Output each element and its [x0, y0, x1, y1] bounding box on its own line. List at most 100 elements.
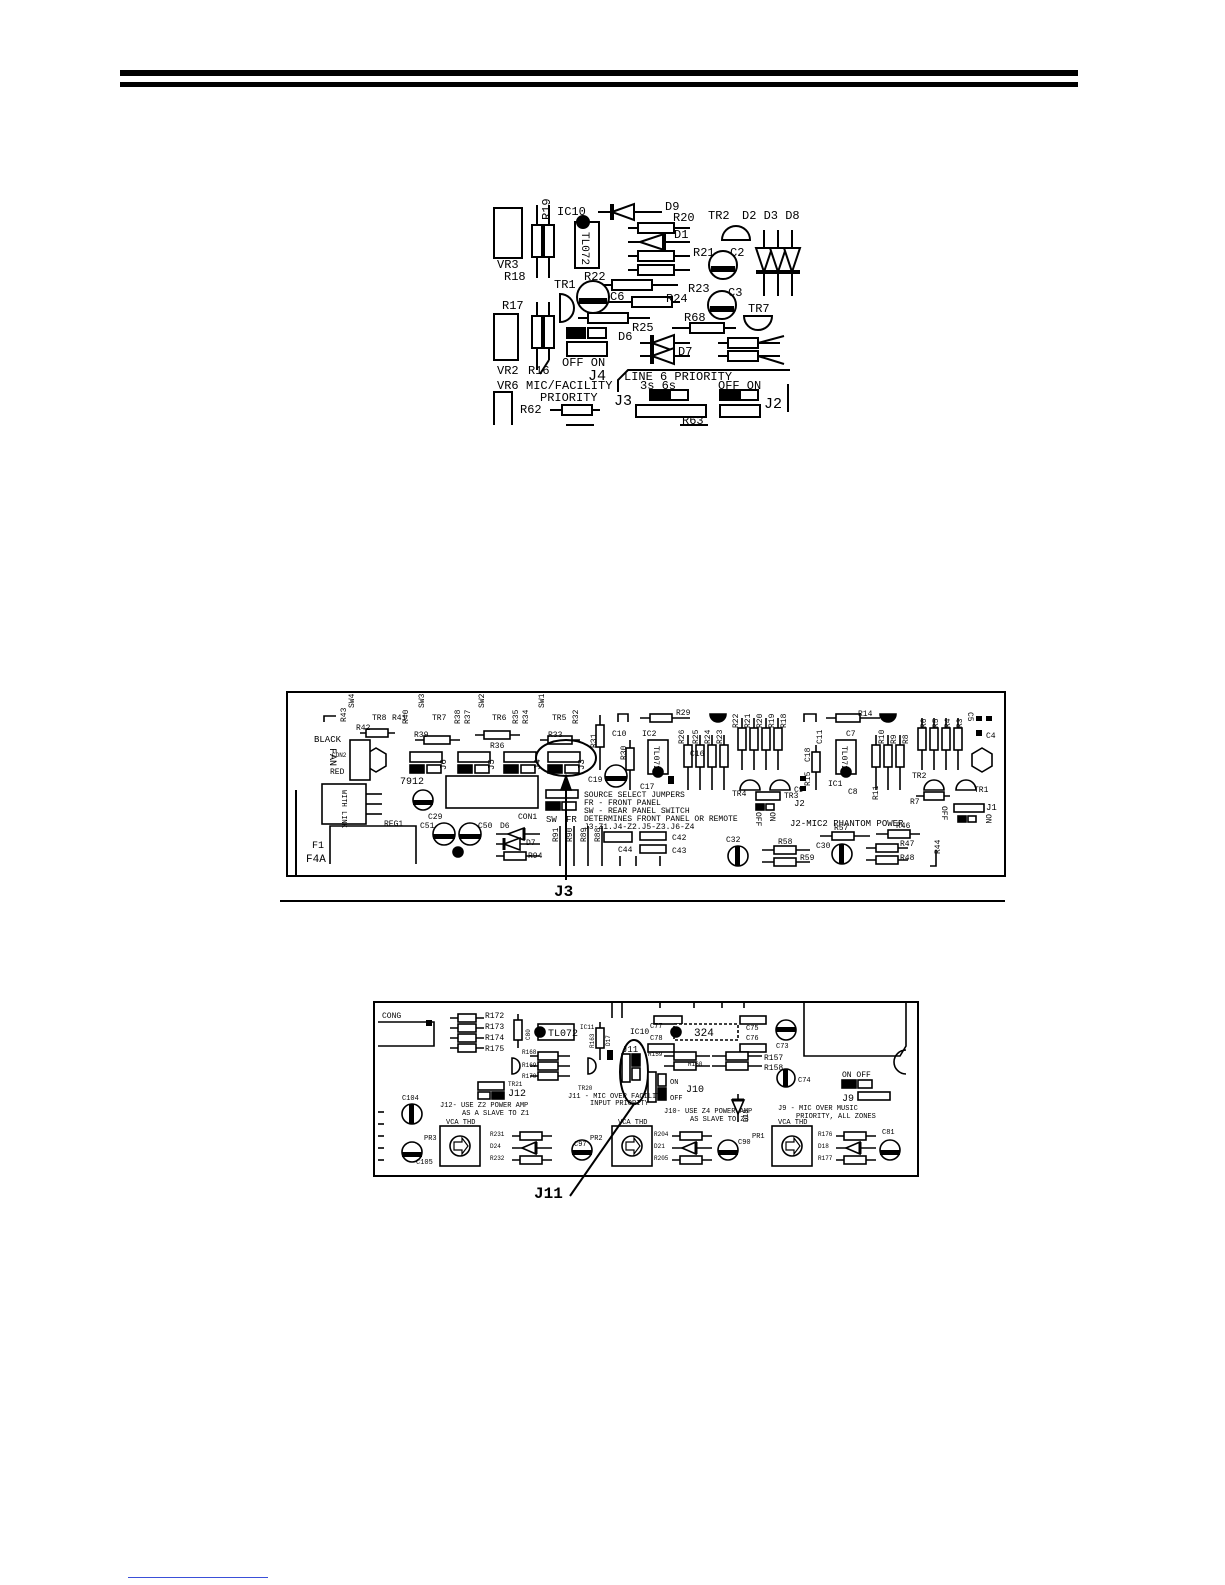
label-j9: J9: [842, 1094, 854, 1105]
label-j2: J2: [764, 396, 782, 413]
label-j10-on: ON: [670, 1079, 678, 1087]
label-tl072: TL072: [578, 232, 590, 265]
label-tr2: TR2: [912, 772, 927, 781]
label-j9-on-off: ON OFF: [842, 1071, 871, 1080]
label-tr8: TR8: [372, 714, 387, 723]
label-c50: C50: [478, 822, 493, 831]
label-r31: R31: [590, 733, 599, 748]
label-r157: R157: [764, 1054, 783, 1063]
label-r172: R172: [485, 1012, 504, 1021]
label-j1: J1: [986, 803, 997, 813]
label-tr6: TR6: [492, 714, 507, 723]
label-j1-on: ON: [983, 814, 992, 824]
label-con2: CON2: [332, 752, 347, 759]
label-d9: D9: [665, 200, 679, 214]
label-j3-board: J3: [577, 759, 587, 770]
label-c6: C6: [610, 290, 624, 304]
label-c32: C32: [726, 836, 741, 845]
label-r5: R5: [932, 718, 941, 728]
label-c18: C18: [804, 747, 813, 762]
top-rule-thin: [120, 82, 1078, 87]
label-j12-text2: AS A SLAVE TO Z1: [462, 1110, 529, 1118]
label-c78: C78: [650, 1035, 663, 1043]
label-black: BLACK: [314, 735, 342, 745]
label-j2: J2: [794, 799, 805, 809]
label-r89: R89: [580, 827, 589, 842]
label-c2: C2: [730, 246, 744, 260]
label-r19: R19: [768, 713, 777, 728]
label-tr3: TR3: [784, 792, 799, 801]
label-src5: J3-Z1.J4-Z2.J5-Z3.J6-Z4: [584, 823, 695, 832]
label-r35: R35: [512, 709, 521, 724]
label-src4: DETERMINES FRONT PANEL OR REMOTE: [584, 815, 738, 824]
label-r33: R33: [548, 731, 563, 740]
label-fr: FR: [566, 815, 577, 825]
label-r90: R90: [566, 827, 575, 842]
label-r25: R25: [692, 729, 701, 744]
label-r4: R4: [944, 718, 953, 728]
top-rule-thick: [120, 70, 1078, 76]
label-pr1: PR1: [752, 1133, 765, 1141]
label-sw: SW: [546, 815, 557, 825]
label-j2-text: J2-MIC2 PHANTOM POWER: [790, 819, 904, 829]
label-pr3: PR3: [424, 1135, 437, 1143]
label-r9: R9: [890, 734, 899, 744]
label-j10-text1: J10- USE Z4 POWER AMP: [664, 1108, 752, 1116]
label-c43: C43: [672, 847, 687, 856]
label-tr1: TR1: [974, 786, 989, 795]
label-c42: C42: [672, 834, 687, 843]
label-c76: C76: [746, 1035, 759, 1043]
label-r48: R48: [900, 854, 915, 863]
label-r63: R63: [682, 414, 704, 428]
label-r22: R22: [732, 713, 741, 728]
label-r168: R168: [522, 1049, 537, 1056]
label-line6: LINE 6 PRIORITY: [624, 370, 732, 384]
label-f1: F1: [312, 841, 324, 852]
label-on: ON: [767, 812, 776, 822]
label-c19: C19: [588, 776, 603, 785]
label-src1: SOURCE SELECT JUMPERS: [584, 791, 685, 800]
label-d17: D17: [605, 1035, 612, 1046]
label-r42: R42: [356, 724, 371, 733]
label-sw4: SW4: [348, 693, 357, 708]
label-ic11: IC11: [580, 1024, 595, 1031]
label-d7: D7: [526, 839, 536, 848]
label-mic-facility: MIC/FACILITY: [526, 379, 612, 393]
label-tr5: TR5: [552, 714, 567, 723]
label-j6: J6: [439, 759, 449, 770]
label-r14: R14: [858, 710, 873, 719]
label-r30: R30: [620, 745, 629, 760]
label-ic10: IC10: [630, 1028, 649, 1037]
label-j11-text2: INPUT PRIORITY: [590, 1100, 650, 1108]
label-vr6: VR6: [497, 379, 519, 393]
label-r88: R88: [594, 827, 603, 842]
label-tr21: TR21: [508, 1081, 523, 1088]
label-324: 324: [694, 1028, 714, 1040]
label-r17: R17: [502, 299, 524, 313]
label-r44: R44: [934, 839, 943, 854]
label-d6: D6: [618, 330, 632, 344]
label-reg1: REG1: [384, 820, 403, 829]
label-c74: C74: [798, 1077, 811, 1085]
label-d18: D18: [743, 1109, 751, 1122]
label-j12-text1: J12- USE Z2 POWER AMP: [440, 1102, 528, 1110]
label-r46: R46: [896, 822, 911, 831]
label-c90: C90: [738, 1139, 751, 1147]
label-r37: R37: [464, 709, 473, 724]
label-j12: J12: [508, 1089, 526, 1100]
label-r91: R91: [552, 827, 561, 842]
label-r18: R18: [504, 270, 526, 284]
label-tr2: TR2: [708, 209, 730, 223]
label-c44: C44: [618, 846, 633, 855]
label-r39: R39: [414, 731, 429, 740]
label-d24: D24: [490, 1143, 501, 1150]
label-pr2: PR2: [590, 1135, 603, 1143]
label-j1-off: OFF: [939, 806, 948, 821]
label-c8: C8: [848, 788, 858, 797]
label-r58: R58: [778, 838, 793, 847]
label-r38: R38: [454, 709, 463, 724]
label-r25: R25: [632, 321, 654, 335]
label-r20: R20: [673, 211, 695, 225]
